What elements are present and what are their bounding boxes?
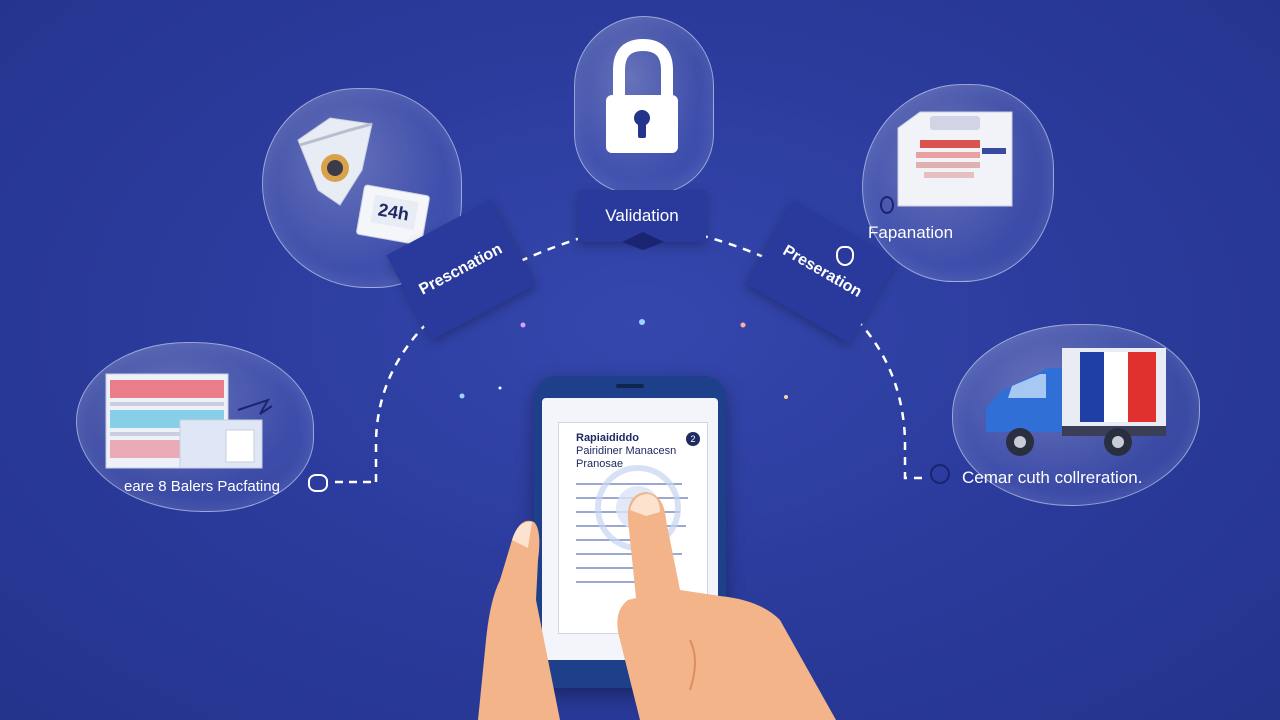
dot [459, 393, 465, 399]
flag-blue [1080, 352, 1104, 422]
dot [784, 395, 788, 399]
dot [639, 319, 645, 325]
delivery-label: Cemar cuth collreration. [962, 468, 1143, 487]
dot [520, 322, 526, 328]
shield-icon [836, 246, 854, 266]
phone-speaker [616, 384, 644, 388]
packaging-node-icon [308, 474, 328, 492]
document-title: Rapiaididdo [576, 432, 639, 444]
flag-white [1104, 352, 1128, 422]
document-caption: Pranosae [576, 458, 624, 470]
left-hand [478, 520, 560, 720]
dashed-arc-right [699, 233, 925, 480]
packaging-label: eare 8 Balers Pacfating [124, 478, 280, 495]
dot [498, 386, 502, 390]
delivery-node-icon [930, 464, 950, 484]
preparation-label: Fapanation [868, 223, 954, 242]
document-subtitle: Pairidiner Manacesn [576, 445, 677, 457]
preparation-node-icon [880, 196, 894, 214]
validation-label: Validation [605, 206, 679, 225]
dot [740, 322, 746, 328]
right-hand [617, 492, 836, 720]
flag-red [1128, 352, 1156, 422]
step-badge: 2 [686, 432, 700, 446]
